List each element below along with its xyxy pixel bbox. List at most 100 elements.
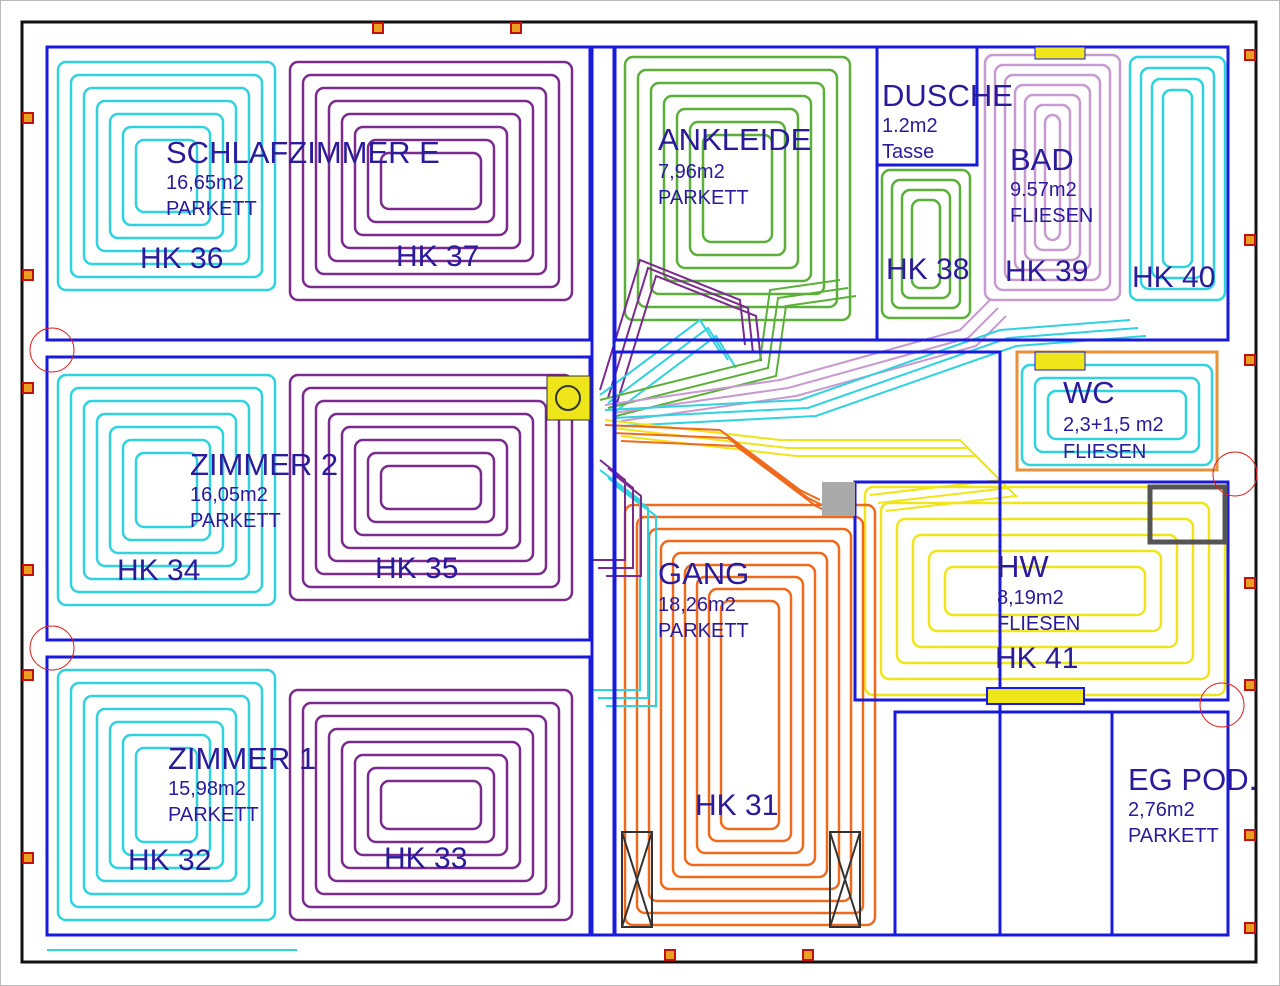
pipe-loop xyxy=(82,694,251,896)
shower-drain xyxy=(1034,46,1086,60)
pipe-loop xyxy=(108,720,225,870)
supply-pipe xyxy=(606,475,642,577)
pipe-loop xyxy=(895,517,1195,665)
survey-marker xyxy=(510,22,522,34)
room-floor: FLIESEN xyxy=(1010,205,1093,227)
pipe-loop xyxy=(69,681,264,909)
survey-markers xyxy=(22,22,1256,961)
pipe-loop xyxy=(69,73,264,279)
survey-marker xyxy=(802,949,814,961)
room-floor: PARKETT xyxy=(658,187,749,209)
pipe-loop xyxy=(121,438,212,542)
pipe-loop xyxy=(327,99,535,263)
survey-marker xyxy=(664,949,676,961)
survey-marker xyxy=(22,112,34,124)
pipe-loop xyxy=(314,714,548,896)
pipe-loop xyxy=(890,178,962,310)
pipe-loop xyxy=(108,112,225,240)
pipe-loop xyxy=(635,515,865,915)
pipe-loop xyxy=(1161,88,1194,269)
pipe-loop xyxy=(366,451,496,524)
distributor-box xyxy=(546,375,591,421)
supply-pipe xyxy=(599,258,746,391)
pipe-loop xyxy=(301,386,561,589)
pipe-loop xyxy=(95,707,238,883)
pipe-loop xyxy=(719,599,781,831)
room-area: 2,76m2 xyxy=(1128,799,1195,821)
pipe-loop xyxy=(1003,73,1102,282)
circuit-label: HK 39 xyxy=(1005,255,1088,288)
circuit-label: HK 35 xyxy=(375,552,458,585)
pipe-loop xyxy=(353,125,509,237)
survey-marker xyxy=(22,852,34,864)
pipe-loop xyxy=(82,86,251,266)
supply-pipe xyxy=(612,307,999,414)
pipe-loop xyxy=(366,138,496,224)
pipe-loop xyxy=(327,727,535,883)
pipe-loop xyxy=(695,575,805,855)
room-floor: PARKETT xyxy=(658,620,749,642)
room-area: 2,3+1,5 m2 xyxy=(1063,414,1164,436)
room-floor: FLIESEN xyxy=(1063,441,1146,463)
survey-marker xyxy=(22,669,34,681)
pipe-loop xyxy=(314,86,548,276)
supply-pipe xyxy=(607,326,729,404)
room-wc xyxy=(1015,350,1219,472)
pipe-loop xyxy=(95,412,238,568)
room-name: BAD xyxy=(1010,142,1074,177)
room-name: ANKLEIDE xyxy=(658,122,811,157)
supply-pipe xyxy=(607,266,754,399)
shaft-column xyxy=(590,45,616,937)
survey-marker xyxy=(1244,829,1256,841)
survey-marker xyxy=(1244,577,1256,589)
supply-pipe xyxy=(604,299,991,406)
pipe-loop xyxy=(340,112,522,250)
pipe-loop xyxy=(636,68,839,309)
supply-pipe xyxy=(598,477,649,699)
pipe-loop xyxy=(1033,103,1072,252)
pipe-loop xyxy=(121,125,212,227)
pipe-loop xyxy=(880,168,972,320)
circuit-label: HK 31 xyxy=(695,789,778,822)
pipe-loop xyxy=(900,188,952,300)
pipe-loop xyxy=(288,688,574,922)
pipe-loop xyxy=(288,373,574,602)
room-name: DUSCHE xyxy=(882,78,1013,113)
circuit-label: HK 37 xyxy=(396,240,479,273)
room-floor: PARKETT xyxy=(166,198,257,220)
pipe-loop xyxy=(134,138,199,214)
walls xyxy=(45,45,1230,937)
circuit-labels: HK 36 HK 37 HK 34 HK 35 HK 32 HK 33 HK 3… xyxy=(117,240,1215,877)
survey-marker xyxy=(22,564,34,576)
supply-pipe xyxy=(604,424,821,501)
pipe-loop xyxy=(911,533,1179,649)
room-gang xyxy=(613,350,1002,937)
pipe-loop xyxy=(993,63,1112,292)
room-area: 1.2m2 xyxy=(882,115,938,137)
pipe-loop xyxy=(1023,93,1082,262)
survey-marker xyxy=(1244,234,1256,246)
column-icon xyxy=(621,831,861,928)
pipe-loop xyxy=(379,464,483,511)
pipe-loop xyxy=(943,565,1147,617)
pipe-loop xyxy=(134,451,199,529)
room-name: EG POD. xyxy=(1128,762,1257,797)
supply-pipe xyxy=(620,435,1019,512)
pipe-loop xyxy=(675,107,800,270)
pipe-loop xyxy=(108,425,225,555)
room-floor: PARKETT xyxy=(168,804,259,826)
pipe-loop xyxy=(353,438,509,537)
pipe-loop xyxy=(647,527,853,903)
heating-loops xyxy=(56,53,1227,927)
pipe-loop xyxy=(288,60,574,302)
room-floor: Tasse xyxy=(882,141,934,163)
pipe-loop xyxy=(662,94,813,283)
circuit-label: HK 41 xyxy=(995,642,1078,675)
pipe-loop xyxy=(649,81,826,296)
circuit-label: HK 36 xyxy=(140,242,223,275)
room-area: 9.57m2 xyxy=(1010,179,1077,201)
supply-pipe xyxy=(615,334,737,412)
pipe-loop xyxy=(56,373,277,607)
room-area: 18,26m2 xyxy=(658,594,736,616)
